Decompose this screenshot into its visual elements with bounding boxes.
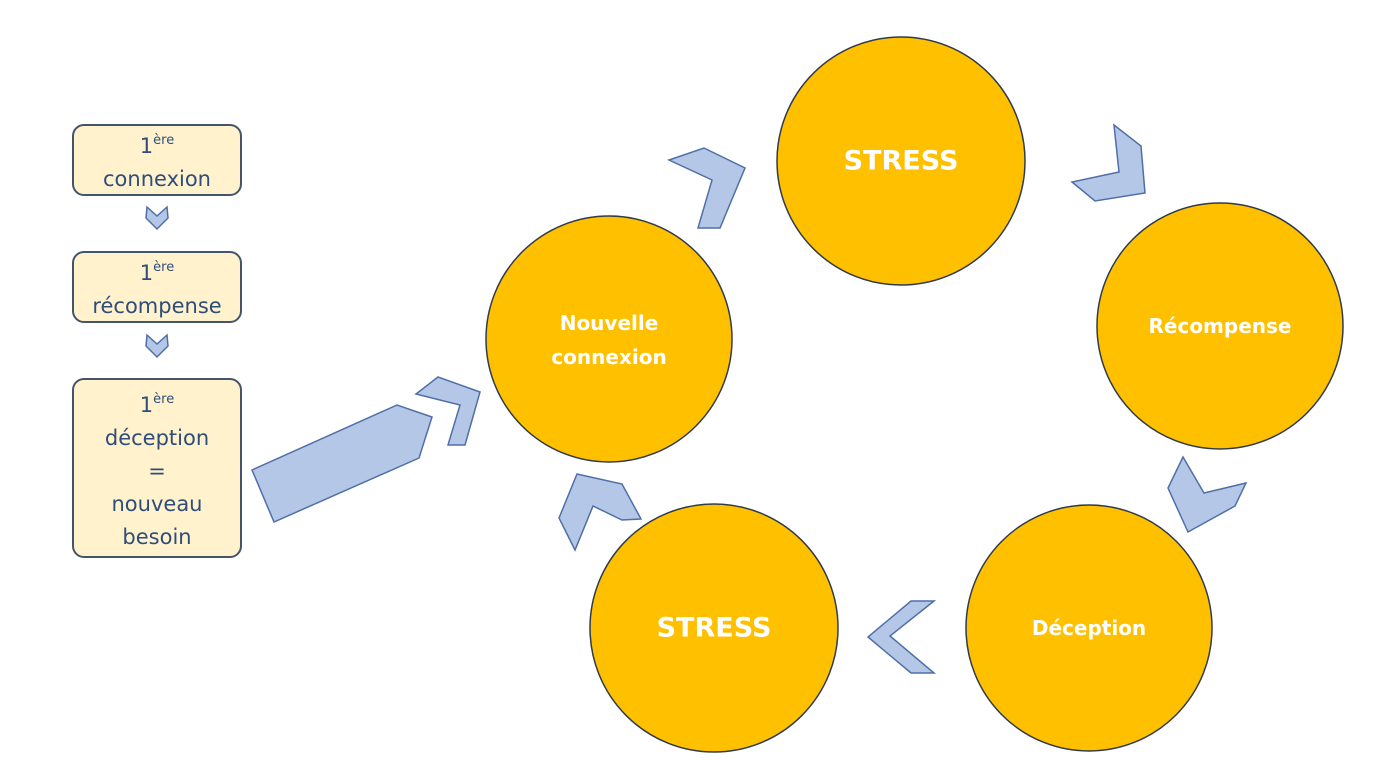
label-nouvelle-connexion: Nouvelle connexion: [551, 306, 666, 374]
step-ordinal: 1ère: [74, 251, 240, 290]
label-stress-bottom: STRESS: [656, 612, 772, 644]
ordinal-number: 1: [139, 392, 154, 417]
node-deception: [965, 504, 1213, 752]
step-label: connexion: [103, 167, 211, 191]
label-recompense: Récompense: [1148, 314, 1292, 338]
label-line: connexion: [551, 345, 667, 369]
step-ordinal: 1ère: [74, 124, 240, 163]
step-label: nouveau: [111, 491, 203, 516]
chevron-arrow-icon: [666, 147, 746, 229]
chevron-arrow-icon: [1167, 455, 1248, 534]
node-stress-bottom: [589, 503, 839, 753]
node-stress-top: [776, 36, 1026, 286]
node-nouvelle-connexion: [485, 215, 733, 463]
chevron-arrow-icon: [558, 473, 643, 552]
label-deception: Déception: [1031, 616, 1147, 640]
label-line: Nouvelle: [559, 311, 659, 335]
pentagon-arrow-icon: [251, 404, 433, 523]
step-first-connection: 1ère connexion: [72, 124, 242, 196]
chevron-arrow-icon: [414, 376, 481, 446]
step-ordinal: 1ère: [74, 383, 240, 422]
step-first-deception: 1ère déception = nouveau besoin: [72, 378, 242, 558]
chevron-arrow-icon: [866, 600, 937, 674]
chevron-down-icon: [145, 205, 169, 231]
step-label: récompense: [92, 294, 222, 318]
chevron-arrow-icon: [1070, 123, 1146, 202]
step-label: déception: [104, 425, 210, 450]
label-stress-top: STRESS: [843, 145, 959, 177]
ordinal-suffix: ère: [153, 260, 175, 275]
step-label: =: [148, 458, 166, 483]
ordinal-suffix: ère: [153, 133, 175, 148]
ordinal-number: 1: [139, 134, 154, 158]
chevron-down-icon: [145, 333, 169, 359]
step-label: besoin: [122, 524, 192, 549]
step-first-reward: 1ère récompense: [72, 251, 242, 323]
ordinal-number: 1: [139, 261, 154, 285]
ordinal-suffix: ère: [153, 391, 175, 407]
node-recompense: [1096, 202, 1344, 450]
